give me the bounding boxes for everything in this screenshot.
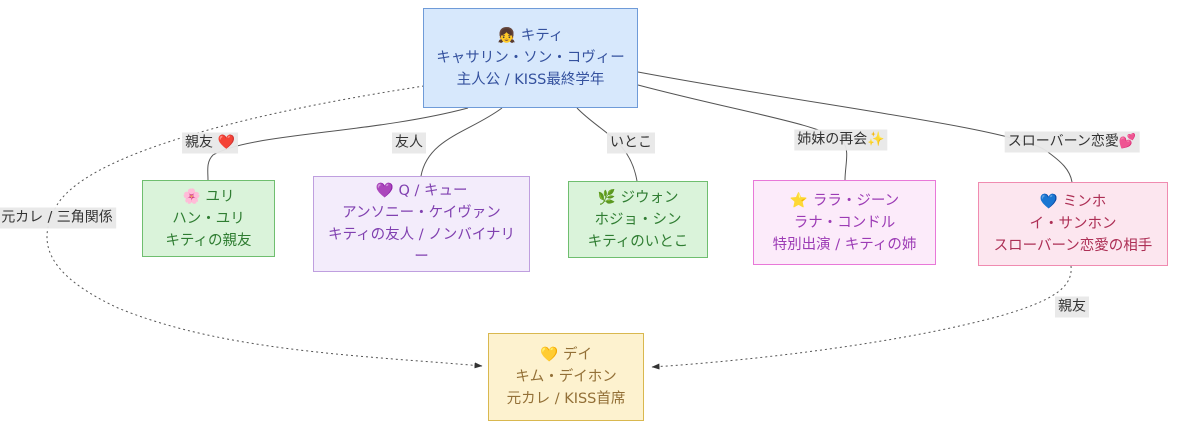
edge-label-cousin: いとこ (607, 132, 655, 154)
node-title: 🌿ジウォン (597, 187, 678, 209)
node-lara-jean: ⭐ララ・ジーン ラナ・コンドル 特別出演 / キティの姉 (753, 180, 936, 265)
character-name: ララ・ジーン (812, 192, 900, 209)
actor-name: イ・サンホン (1029, 216, 1117, 232)
blue-heart-emoji: 💙 (1039, 194, 1058, 210)
character-role: 特別出演 / キティの姉 (772, 236, 917, 253)
node-title: 🌸ユリ (182, 186, 234, 208)
character-name: ジウォン (620, 189, 679, 206)
edge-label-friend: 友人 (392, 132, 426, 154)
character-role: 主人公 / KISS最終学年 (456, 72, 605, 88)
character-role: スローバーン恋愛の相手 (993, 238, 1153, 254)
actor-name: ホジョ・シン (594, 211, 682, 228)
girl-emoji: 👧 (497, 28, 516, 44)
character-name: キティ (520, 28, 564, 44)
herb-emoji: 🌿 (597, 189, 616, 206)
node-kitty: 👧キティ キャサリン・ソン・コヴィー 主人公 / KISS最終学年 (423, 8, 638, 108)
purple-heart-emoji: 💜 (375, 183, 394, 199)
node-dae: 💛デイ キム・デイホン 元カレ / KISS首席 (488, 333, 644, 421)
node-yuri: 🌸ユリ ハン・ユリ キティの親友 (142, 180, 275, 257)
edge-kitty-q (420, 107, 503, 177)
edge-label-slow-burn-romance: スローバーン恋愛💕 (1004, 131, 1140, 153)
edge-label-best-friend: 親友 ❤️ (182, 132, 238, 154)
node-title: 👧キティ (498, 25, 564, 47)
edge-minho-dae-dotted (651, 265, 1072, 370)
character-role: キティの友人 / ノンバイナリー (328, 227, 515, 265)
star-emoji: ⭐ (789, 192, 808, 209)
edge-kitty-yuri (207, 107, 469, 181)
edge-kitty-dae-dotted (46, 85, 483, 369)
character-name: Q / キュー (398, 183, 468, 199)
node-q: 💜Q / キュー アンソニー・ケイヴァン キティの友人 / ノンバイナリー (313, 176, 530, 272)
node-minho: 💙ミンホ イ・サンホン スローバーン恋愛の相手 (978, 182, 1168, 266)
cherry-blossom-emoji: 🌸 (182, 188, 201, 205)
node-title: 💜Q / キュー (375, 180, 467, 202)
node-jiwon: 🌿ジウォン ホジョ・シン キティのいとこ (568, 181, 708, 258)
character-name: ユリ (205, 188, 235, 205)
yellow-heart-emoji: 💛 (539, 347, 559, 363)
character-role: 元カレ / KISS首席 (506, 391, 626, 407)
edge-label-ex-love-triangle: 元カレ / 三角関係 (0, 207, 116, 229)
character-role: キティの親友 (165, 232, 252, 249)
node-title: ⭐ララ・ジーン (790, 190, 899, 212)
edge-label-sisters-reunion: 姉妹の再会✨ (794, 129, 888, 151)
actor-name: ラナ・コンドル (793, 214, 896, 231)
character-role: キティのいとこ (587, 233, 689, 250)
actor-name: キム・デイホン (515, 369, 617, 385)
character-name: ミンホ (1062, 194, 1107, 210)
edge-kitty-minho (637, 71, 1073, 183)
actor-name: キャサリン・ソン・コヴィー (436, 50, 625, 66)
actor-name: アンソニー・ケイヴァン (342, 205, 501, 221)
edge-label-best-friend-minho-dae: 親友 (1055, 296, 1089, 318)
actor-name: ハン・ユリ (172, 210, 245, 227)
character-name: デイ (563, 347, 593, 363)
node-title: 💛デイ (540, 344, 592, 366)
node-title: 💙ミンホ (1040, 191, 1107, 213)
